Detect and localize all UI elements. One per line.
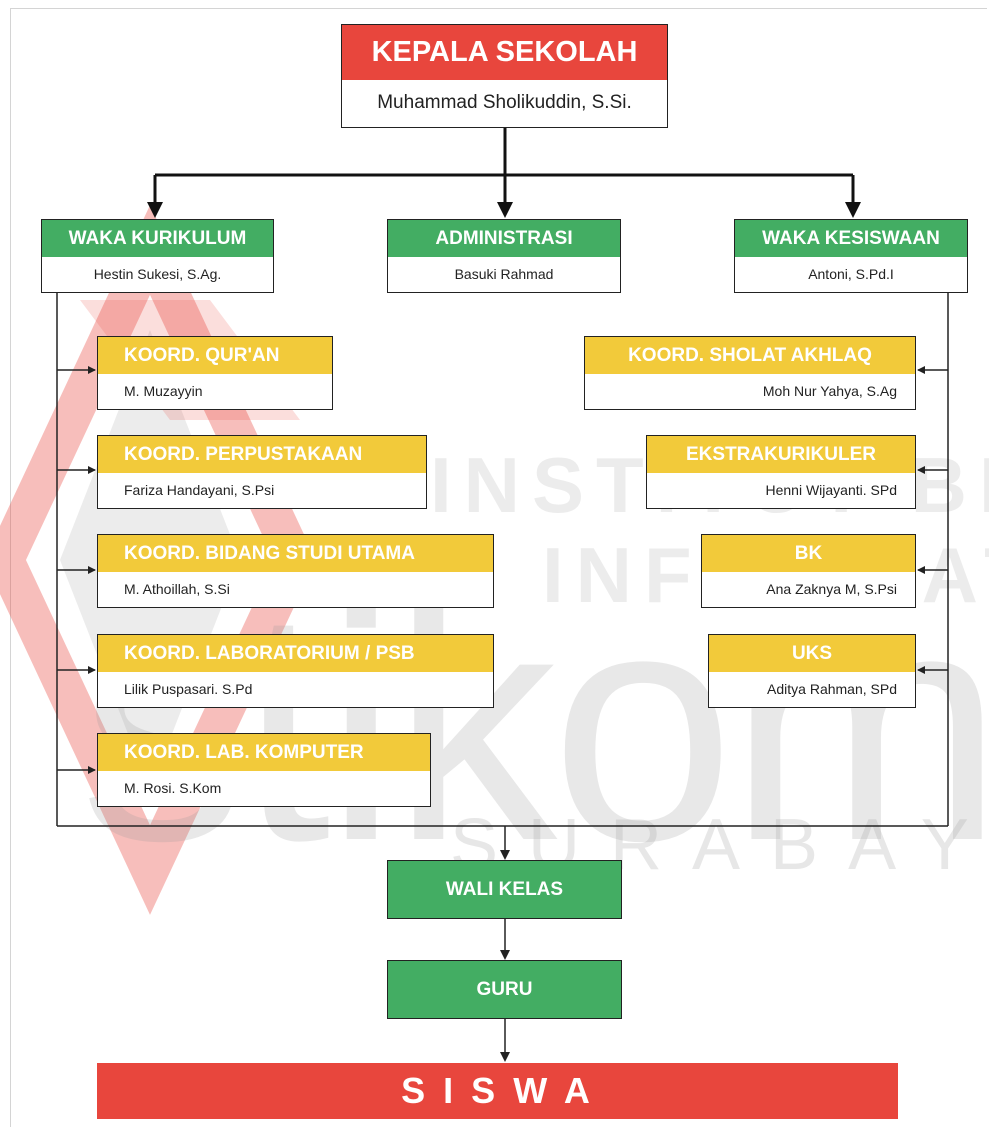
watermark-brand: stikom [80,540,989,909]
kepala-sekolah-name: Muhammad Sholikuddin, S.Si. [377,92,632,113]
waka-kesiswaan-name: Antoni, S.Pd.I [808,266,894,282]
waka-kurikulum-name: Hestin Sukesi, S.Ag. [93,266,222,282]
siswa-box: S I S W A [97,1063,898,1119]
koord-bidang-studi-title: KOORD. BIDANG STUDI UTAMA [98,535,493,572]
koord-quran-box: KOORD. QUR'AN M. Muzayyin [97,336,333,410]
uks-box: UKS Aditya Rahman, SPd [708,634,916,708]
bk-title: BK [702,535,915,572]
bk-name: Ana Zaknya M, S.Psi [766,581,897,597]
koord-perpustakaan-box: KOORD. PERPUSTAKAAN Fariza Handayani, S.… [97,435,427,509]
administrasi-name: Basuki Rahmad [454,266,554,282]
administrasi-title: ADMINISTRASI [388,220,620,257]
koord-sholat-box: KOORD. SHOLAT AKHLAQ Moh Nur Yahya, S.Ag [584,336,916,410]
ekstrakurikuler-box: EKSTRAKURIKULER Henni Wijayanti. SPd [646,435,916,509]
top-connector [147,128,861,218]
waka-kurikulum-box: WAKA KURIKULUM Hestin Sukesi, S.Ag. [41,219,274,293]
bk-box: BK Ana Zaknya M, S.Psi [701,534,916,608]
koord-sholat-name: Moh Nur Yahya, S.Ag [762,383,897,399]
koord-perpustakaan-title: KOORD. PERPUSTAKAAN [98,436,426,473]
koord-perpustakaan-name: Fariza Handayani, S.Psi [124,482,275,498]
left-connector [56,292,96,826]
waka-kesiswaan-box: WAKA KESISWAAN Antoni, S.Pd.I [734,219,968,293]
kepala-sekolah-box: KEPALA SEKOLAH Muhammad Sholikuddin, S.S… [341,24,668,128]
koord-lab-komputer-title: KOORD. LAB. KOMPUTER [98,734,430,771]
bottom-connector [57,825,948,1062]
koord-laboratorium-box: KOORD. LABORATORIUM / PSB Lilik Puspasar… [97,634,494,708]
koord-laboratorium-title: KOORD. LABORATORIUM / PSB [98,635,493,672]
ekstrakurikuler-name: Henni Wijayanti. SPd [765,482,897,498]
koord-quran-name: M. Muzayyin [124,383,203,399]
page-frame [10,8,987,1127]
administrasi-box: ADMINISTRASI Basuki Rahmad [387,219,621,293]
koord-bidang-studi-box: KOORD. BIDANG STUDI UTAMA M. Athoillah, … [97,534,494,608]
ekstrakurikuler-title: EKSTRAKURIKULER [647,436,915,473]
koord-laboratorium-name: Lilik Puspasari. S.Pd [124,681,253,697]
wali-kelas-box: WALI KELAS [387,860,622,919]
koord-quran-title: KOORD. QUR'AN [98,337,332,374]
koord-sholat-title: KOORD. SHOLAT AKHLAQ [585,337,915,374]
koord-lab-komputer-name: M. Rosi. S.Kom [124,780,222,796]
guru-box: GURU [387,960,622,1019]
koord-lab-komputer-box: KOORD. LAB. KOMPUTER M. Rosi. S.Kom [97,733,431,807]
waka-kesiswaan-title: WAKA KESISWAAN [735,220,967,257]
uks-title: UKS [709,635,915,672]
right-connector [917,292,949,826]
koord-bidang-studi-name: M. Athoillah, S.Si [124,581,230,597]
kepala-sekolah-title: KEPALA SEKOLAH [342,25,667,80]
uks-name: Aditya Rahman, SPd [767,681,897,697]
waka-kurikulum-title: WAKA KURIKULUM [42,220,273,257]
